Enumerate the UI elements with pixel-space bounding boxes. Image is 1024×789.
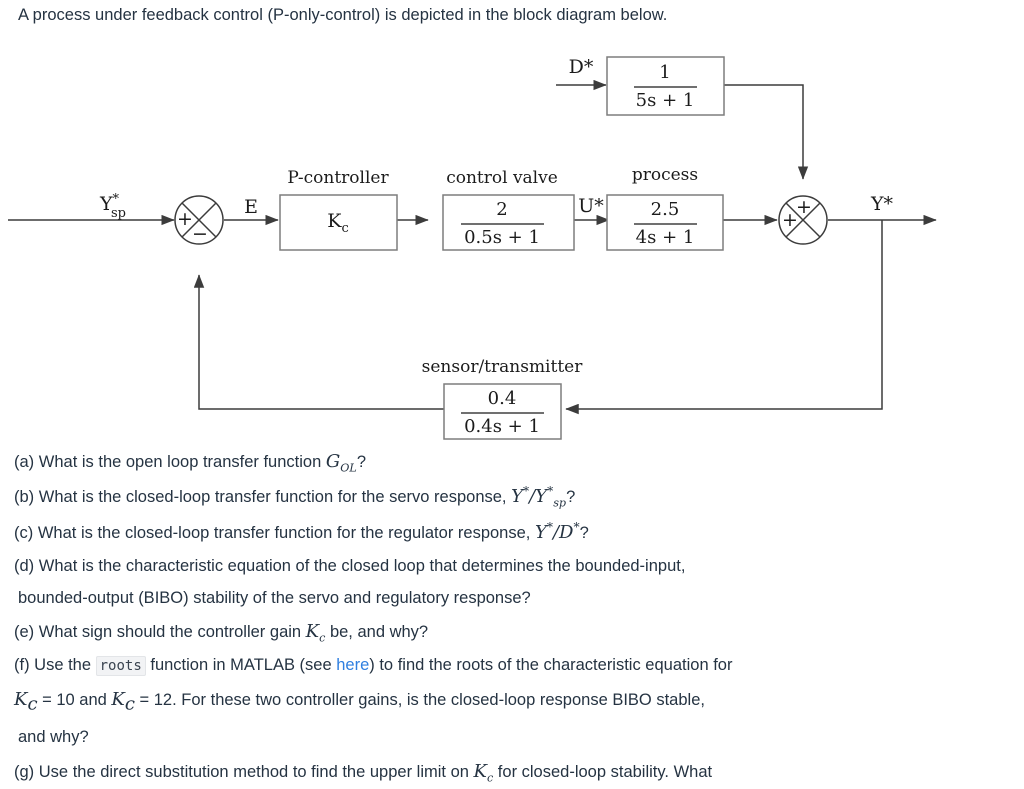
question-c-text-1: What is the closed-loop transfer functio… bbox=[37, 523, 535, 542]
question-g-text-2: for closed-loop stability. What bbox=[493, 762, 713, 781]
process-numerator: 2.5 bbox=[651, 199, 680, 220]
error-junction: + − bbox=[174, 195, 224, 245]
question-d-prefix: (d) bbox=[14, 556, 35, 575]
error-junction-minus: − bbox=[192, 223, 208, 245]
process-label: process bbox=[632, 165, 698, 185]
question-f-text-6: and why? bbox=[18, 728, 89, 747]
process-block bbox=[606, 194, 724, 251]
question-b: (b) What is the closed-loop transfer fun… bbox=[14, 479, 1014, 514]
process-block-content: 2.5 4s + 1 bbox=[634, 199, 697, 248]
setpoint-signal-label: Y*sp bbox=[99, 192, 126, 221]
question-c: (c) What is the closed-loop transfer fun… bbox=[14, 515, 1014, 550]
question-f-continued-2: and why? bbox=[14, 721, 1014, 753]
question-b-prefix: (b) bbox=[14, 488, 35, 507]
p-controller-block-content: Kc bbox=[327, 210, 348, 236]
block-diagram: + − + + P-controller control valve proce… bbox=[0, 30, 1024, 440]
question-b-text-2: ? bbox=[566, 488, 576, 507]
question-f-text-1: Use the bbox=[34, 656, 96, 675]
question-d-line-1: What is the characteristic equation of t… bbox=[38, 556, 686, 575]
feedback-right-wire bbox=[565, 220, 883, 415]
p-controller-label: P-controller bbox=[287, 168, 389, 188]
question-f-continued-1: Kc = 10 and Kc = 12. For these two contr… bbox=[14, 682, 1014, 722]
disturbance-to-junction-wire bbox=[724, 84, 809, 180]
question-a-text-2: ? bbox=[356, 453, 366, 471]
intro-text: A process under feedback control (P-only… bbox=[18, 6, 668, 24]
output-junction: + + bbox=[778, 195, 828, 245]
output-junction-plus-top: + bbox=[796, 196, 812, 218]
sensor-block bbox=[443, 383, 562, 440]
question-g-math: Kc bbox=[473, 760, 494, 785]
question-f-text-3: ) to find the roots of the characteristi… bbox=[369, 656, 733, 675]
question-f-text-5: = 12. For these two controller gains, is… bbox=[134, 690, 705, 709]
question-f-math-kc-12: Kc bbox=[111, 688, 135, 715]
disturbance-signal-label: D* bbox=[569, 56, 594, 78]
question-g-text-1: Use the direct substitution method to fi… bbox=[38, 762, 474, 781]
question-e-math: Kc bbox=[305, 621, 326, 645]
disturbance-numerator: 1 bbox=[659, 62, 670, 83]
question-e: (e) What sign should the controller gain… bbox=[14, 614, 1014, 649]
control-valve-block-content: 2 0.5s + 1 bbox=[461, 199, 544, 248]
disturbance-denominator: 5s + 1 bbox=[636, 90, 695, 111]
question-g: (g) Use the direct substitution method t… bbox=[14, 754, 1014, 789]
question-a-math: GOL bbox=[325, 451, 357, 475]
question-e-prefix: (e) bbox=[14, 623, 35, 642]
question-f: (f) Use the roots function in MATLAB (se… bbox=[14, 649, 1014, 681]
question-a: (a) What is the open loop transfer funct… bbox=[14, 444, 1014, 479]
question-f-text-2: function in MATLAB (see bbox=[145, 656, 337, 675]
error-junction-plus: + bbox=[177, 208, 193, 230]
error-signal-label: E bbox=[244, 196, 258, 218]
question-d-continued: bounded-output (BIBO) stability of the s… bbox=[14, 582, 1014, 614]
question-f-prefix: (f) bbox=[14, 656, 30, 675]
question-c-text-2: ? bbox=[579, 523, 589, 542]
question-d-line-2: bounded-output (BIBO) stability of the s… bbox=[18, 588, 531, 607]
question-f-text-4: = 10 and bbox=[37, 690, 112, 709]
question-g-prefix: (g) bbox=[14, 762, 35, 781]
question-c-math: Y*/D* bbox=[534, 519, 580, 543]
sensor-denominator: 0.4s + 1 bbox=[464, 416, 540, 437]
output-signal-label: Y* bbox=[870, 193, 894, 215]
roots-code-token: roots bbox=[95, 656, 146, 677]
question-f-math-kc-10: Kc bbox=[14, 688, 38, 715]
control-valve-block bbox=[442, 194, 575, 251]
feedback-left-wire bbox=[193, 274, 444, 410]
sensor-block-content: 0.4 0.4s + 1 bbox=[461, 388, 544, 437]
sensor-label: sensor/transmitter bbox=[422, 357, 584, 377]
question-b-math: Y*/Y*sp bbox=[511, 484, 567, 510]
manipulated-signal-label: U* bbox=[578, 195, 604, 217]
output-junction-plus-left: + bbox=[782, 209, 798, 231]
disturbance-block bbox=[606, 56, 725, 116]
question-b-text-1: What is the closed-loop transfer functio… bbox=[38, 488, 512, 507]
control-valve-label: control valve bbox=[446, 168, 558, 188]
question-a-prefix: (a) bbox=[14, 453, 35, 471]
here-link[interactable]: here bbox=[336, 656, 370, 675]
question-a-text-1: What is the open loop transfer function bbox=[38, 453, 326, 471]
question-e-text-1: What sign should the controller gain bbox=[38, 623, 306, 642]
questions-list: (a) What is the open loop transfer funct… bbox=[14, 444, 1014, 789]
valve-numerator: 2 bbox=[496, 199, 507, 220]
question-d: (d) What is the characteristic equation … bbox=[14, 550, 1014, 582]
controller-gain: Kc bbox=[327, 210, 348, 236]
valve-denominator: 0.5s + 1 bbox=[464, 227, 540, 248]
disturbance-block-content: 1 5s + 1 bbox=[634, 62, 697, 111]
question-e-text-2: be, and why? bbox=[325, 623, 429, 642]
p-controller-block bbox=[279, 194, 398, 251]
question-c-prefix: (c) bbox=[14, 523, 34, 542]
process-denominator: 4s + 1 bbox=[636, 227, 695, 248]
sensor-numerator: 0.4 bbox=[488, 388, 517, 409]
